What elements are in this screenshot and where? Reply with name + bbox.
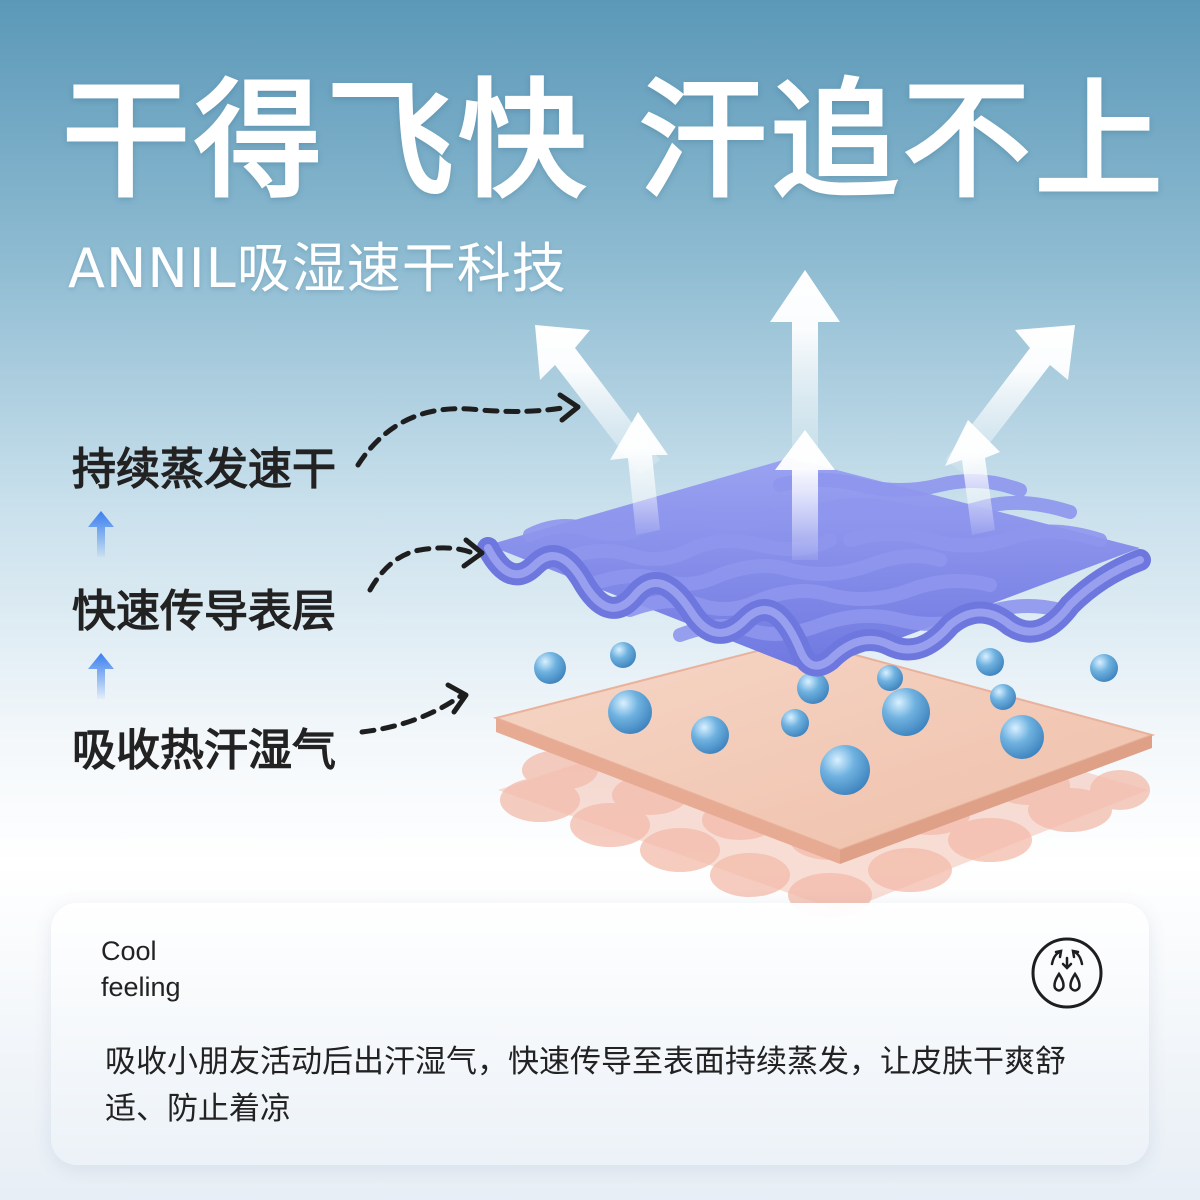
cool-feeling-icon [1031, 937, 1103, 1009]
info-card: Cool feeling 吸收小朋友活动后出汗湿气，快速传导至表面持续蒸发，让皮… [51, 903, 1149, 1165]
evaporation-arrows [535, 270, 1075, 560]
dashed-pointer-arrows [355, 404, 571, 735]
step-conduct-label: 快速传导表层 [72, 586, 336, 637]
water-droplets [534, 642, 1118, 795]
step-evaporate-label: 持续蒸发速干 [72, 444, 336, 495]
headline: 干得飞快 汗追不上 [62, 67, 1167, 216]
card-label-line1: Cool [101, 936, 157, 966]
step-absorb-label: 吸收热汗湿气 [72, 725, 336, 776]
card-description: 吸收小朋友活动后出汗湿气，快速传导至表面持续蒸发，让皮肤干爽舒适、防止着凉 [105, 1044, 1066, 1127]
up-arrow-icon [88, 511, 114, 557]
up-arrow-icon [88, 653, 114, 699]
card-label-line2: feeling [101, 972, 181, 1002]
subheadline: ANNIL吸湿速干科技 [68, 237, 567, 300]
card-label: Cool feeling [101, 933, 181, 1005]
